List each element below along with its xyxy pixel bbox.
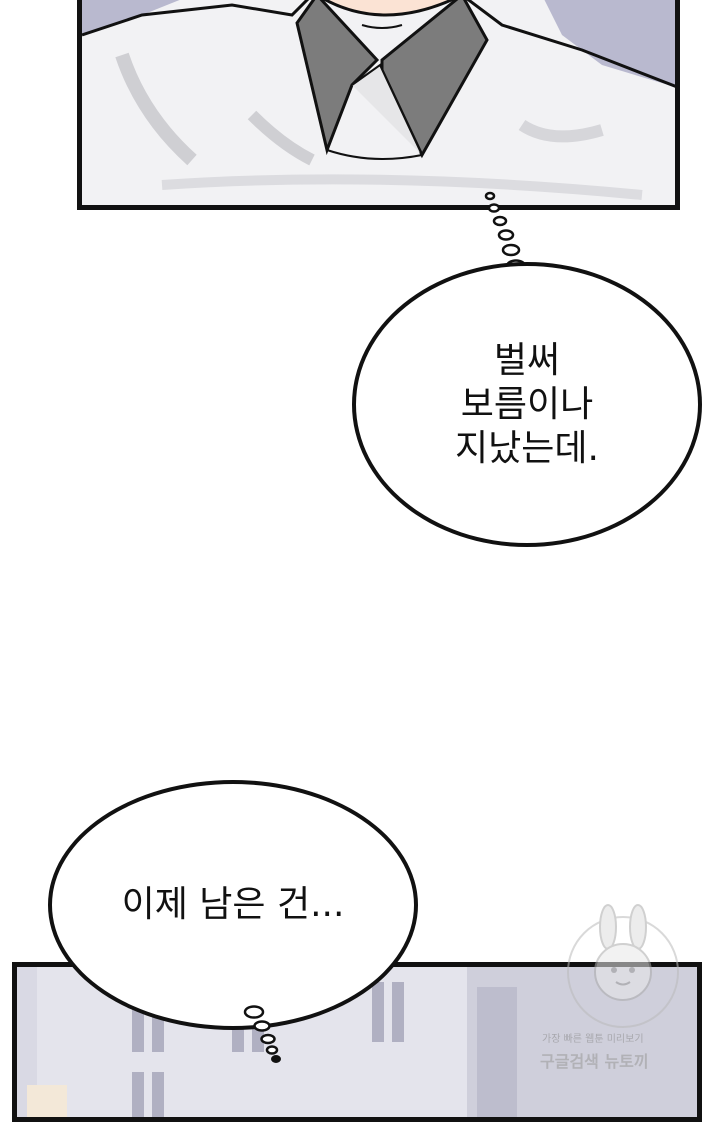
comic-panel-top <box>77 0 680 210</box>
watermark-brand: 구글검색 뉴토끼 <box>540 1052 649 1071</box>
site-watermark: 가장 빠른 웹툰 미리보기 구글검색 뉴토끼 <box>528 902 718 1100</box>
watermark-tagline: 가장 빠른 웹툰 미리보기 <box>542 1034 644 1045</box>
thought-bubble-first-text: 벌써 보름이나 지났는데. <box>455 339 599 469</box>
character-torso-illustration <box>82 0 675 205</box>
thought-bubble-first: 벌써 보름이나 지났는데. <box>352 262 702 547</box>
thought-trail-bottom <box>243 1005 281 1063</box>
thought-bubble-second-text: 이제 남은 건... <box>121 884 345 925</box>
rabbit-mascot-logo <box>567 904 679 1028</box>
thought-bubble-second: 이제 남은 건... <box>48 780 418 1030</box>
